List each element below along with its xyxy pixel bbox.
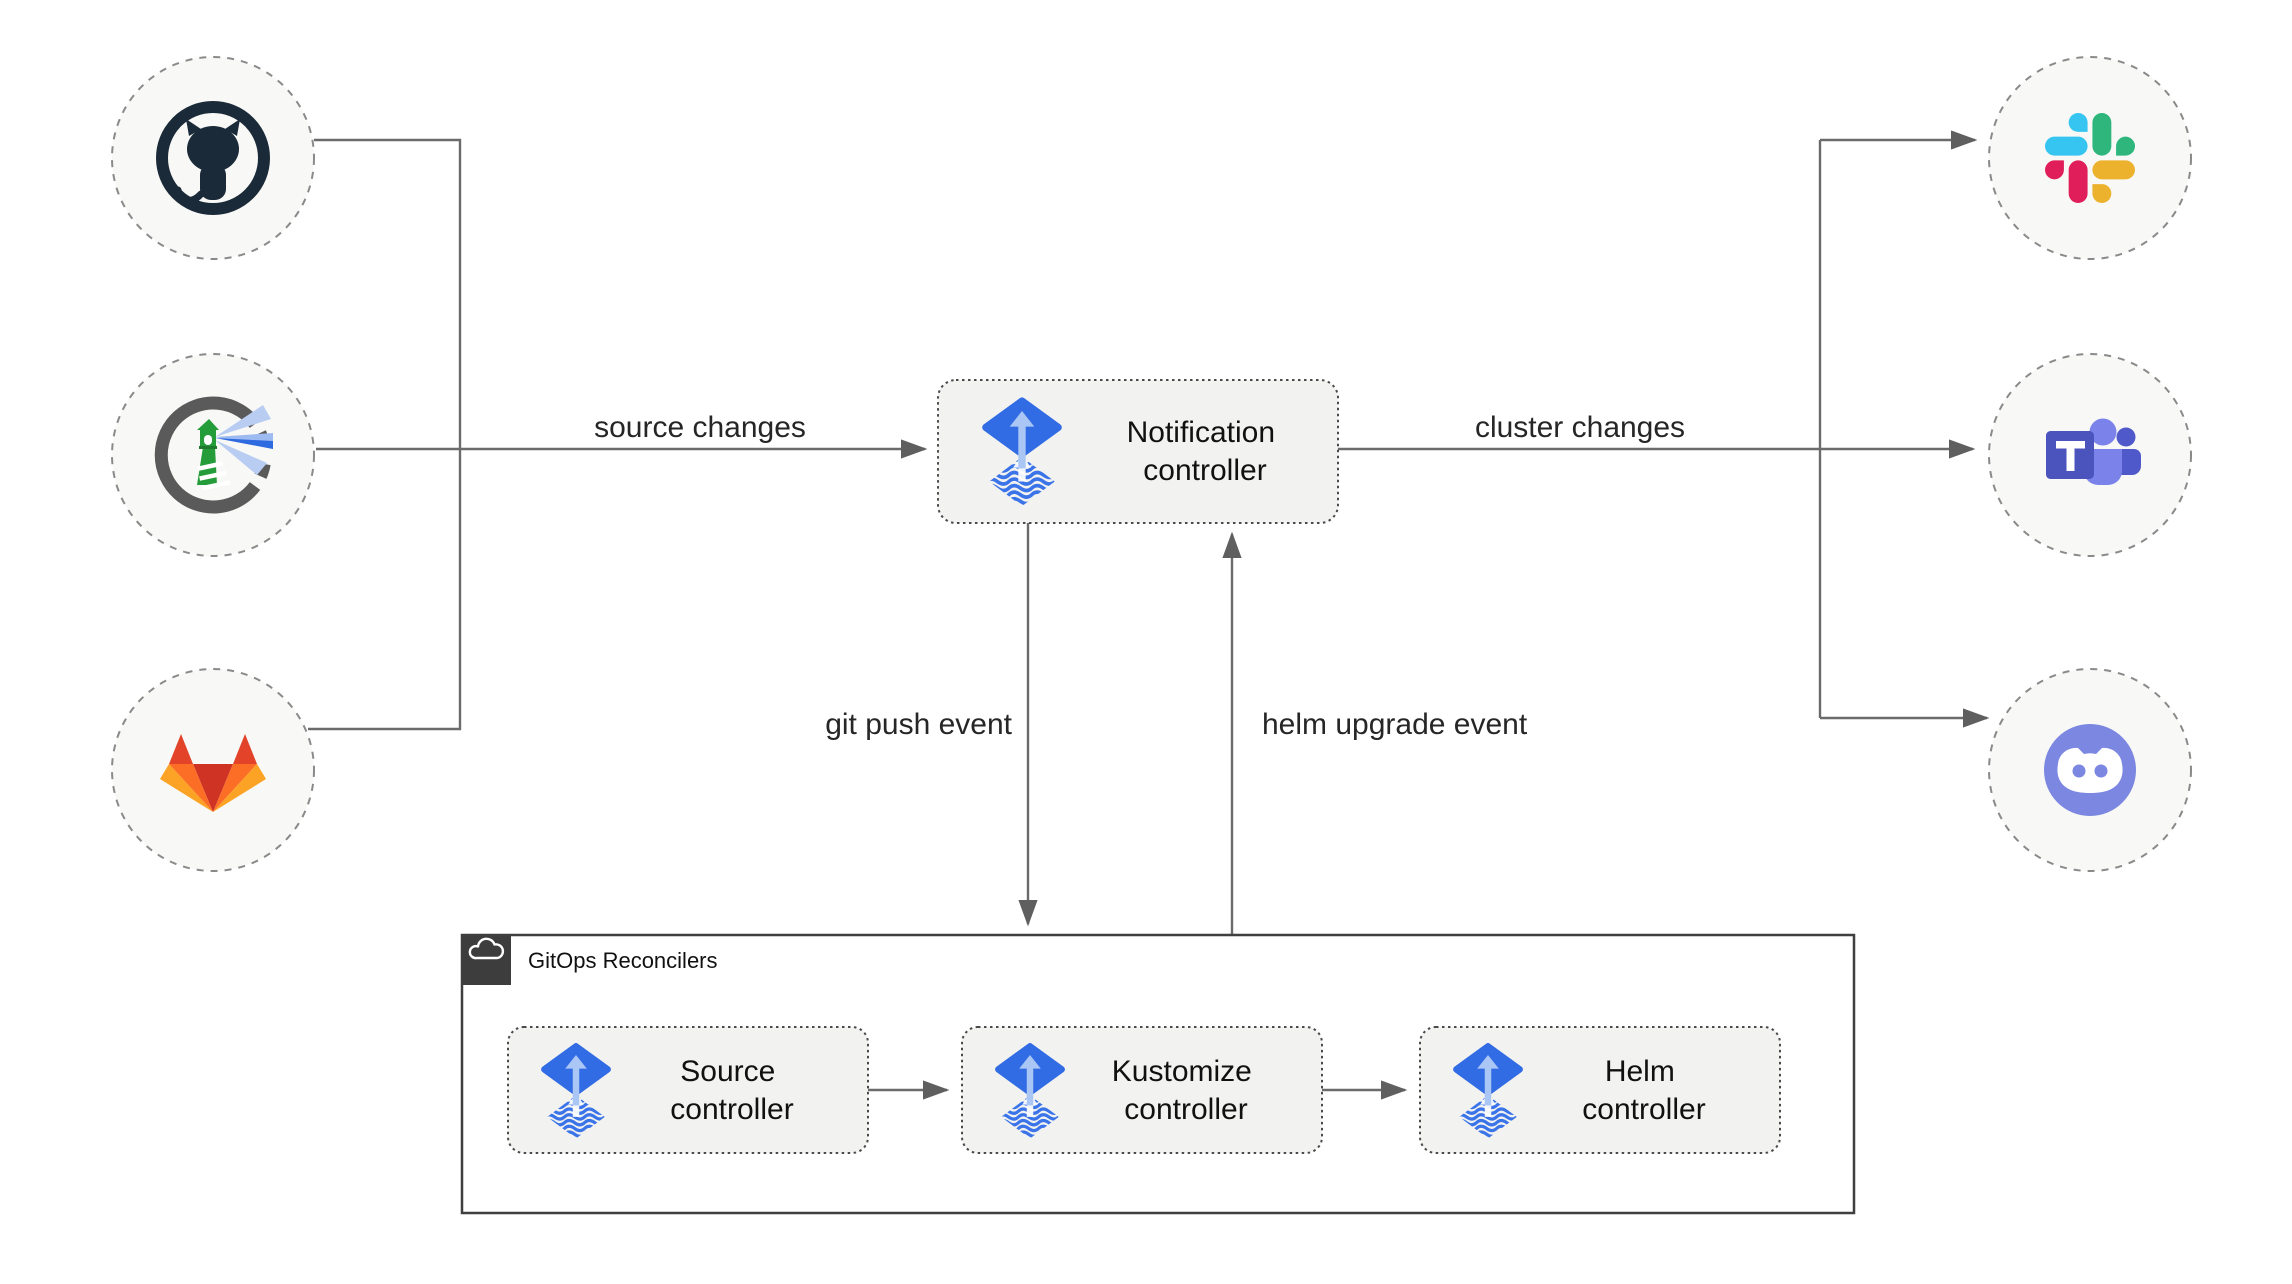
discord-icon bbox=[2044, 724, 2136, 816]
node-source-controller: Source controller bbox=[507, 1026, 869, 1154]
node-notification-controller: Notification controller bbox=[937, 379, 1339, 524]
helm-controller-label: Helm controller bbox=[1582, 1055, 1705, 1126]
source-controller-label: Source controller bbox=[670, 1055, 793, 1126]
connector-lines bbox=[308, 130, 1990, 935]
gitops-reconcilers-group: GitOps Reconcilers Source controller Kus… bbox=[460, 933, 1856, 1215]
node-discord bbox=[1988, 668, 2192, 872]
node-slack bbox=[1988, 56, 2192, 260]
edge-right-bracket bbox=[1338, 140, 1822, 718]
node-harbor bbox=[111, 353, 315, 557]
node-gitlab bbox=[111, 668, 315, 872]
node-github bbox=[111, 56, 315, 260]
kustomize-controller-label: Kustomize controller bbox=[1112, 1055, 1260, 1126]
node-kustomize-controller: Kustomize controller bbox=[961, 1026, 1323, 1154]
label-source-changes: source changes bbox=[594, 411, 806, 444]
label-cluster-changes: cluster changes bbox=[1475, 411, 1685, 444]
gitops-reconcilers-title: GitOps Reconcilers bbox=[528, 948, 718, 973]
edge-left-bracket bbox=[308, 138, 462, 731]
group-corner-badge bbox=[462, 935, 511, 985]
notification-controller-label: Notification controller bbox=[1127, 416, 1284, 487]
label-git-push-event: git push event bbox=[825, 708, 1012, 741]
node-helm-controller: Helm controller bbox=[1419, 1026, 1781, 1154]
node-microsoft-teams bbox=[1988, 353, 2192, 557]
label-helm-upgrade-event: helm upgrade event bbox=[1262, 708, 1528, 741]
